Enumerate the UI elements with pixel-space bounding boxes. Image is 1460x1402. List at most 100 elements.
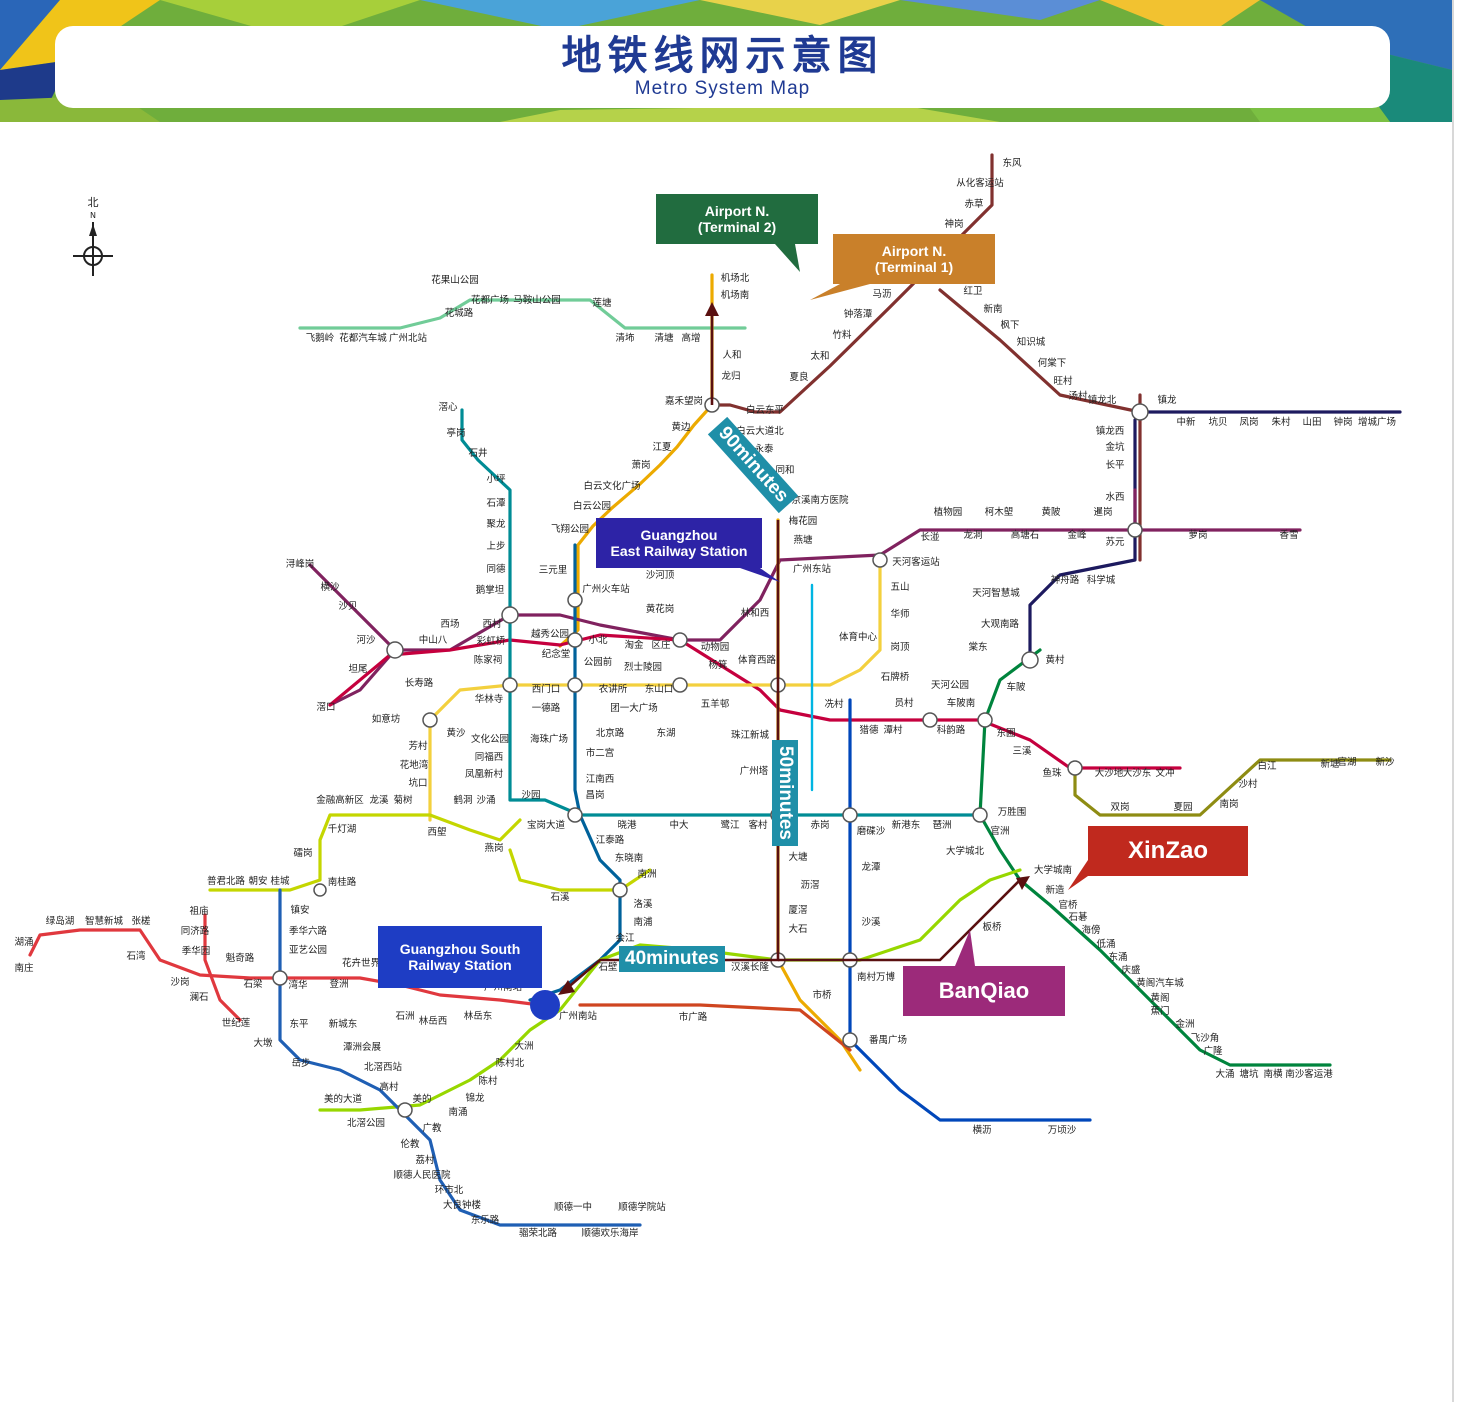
station-label: 科学城 [1087, 574, 1116, 586]
station-label: 广州东站 [793, 563, 832, 575]
callout-south-station-line1: Guangzhou South [399, 940, 521, 957]
station-label: 清㘵 [615, 332, 635, 344]
station-label: 同德 [486, 563, 506, 575]
station-label: 澜石 [189, 992, 208, 1003]
station-label: 中大 [669, 819, 689, 831]
station-label: 飞鹅岭 [306, 332, 335, 344]
title-box: 地铁线网示意图 Metro System Map [55, 26, 1390, 108]
station-label: 钟落潭 [844, 308, 873, 320]
station-label: 新港东 [892, 819, 921, 831]
station-label: 美的 [412, 1093, 431, 1105]
arrow-airport-icon [705, 302, 719, 316]
station-label: 南涌 [448, 1106, 467, 1118]
station-label: 金峰 [1067, 529, 1087, 541]
station-label: 美的大道 [324, 1093, 363, 1105]
station-label: 潭洲会展 [343, 1041, 382, 1053]
station-label: 宝岗大道 [527, 819, 566, 831]
station-label: 市广路 [679, 1011, 708, 1023]
station-label: 三溪 [1012, 745, 1032, 757]
station-label: 登洲 [329, 979, 348, 990]
compass-label: 北 [88, 196, 99, 209]
station-label: 新沙 [1375, 756, 1395, 768]
north-arrow-icon [89, 224, 97, 236]
station-label: 南沙客运港 [1285, 1068, 1333, 1080]
station-label: 沙村 [1238, 778, 1258, 790]
station-label: 华师 [890, 608, 909, 620]
station-label: 东风 [1002, 157, 1022, 169]
station-label: 苏元 [1105, 536, 1125, 548]
line-foshan-1 [203, 913, 242, 1022]
callout-airport-t1-line1: Airport N. [881, 242, 947, 259]
station-label: 京溪南方医院 [791, 494, 849, 506]
station-label: 黄陂 [1041, 506, 1061, 518]
station-label: 夏园 [1173, 802, 1192, 813]
duration-40-label: 40minutes [619, 946, 725, 972]
station-label: 莲塘 [592, 297, 612, 309]
station-label: 机场北 [721, 272, 750, 284]
line-14-branch [938, 288, 1142, 414]
station-label: 大观南路 [981, 618, 1020, 630]
station-label: 旺村 [1053, 375, 1073, 387]
station-label: 广州塔 [740, 765, 769, 777]
station-label: 天河客运站 [892, 556, 940, 568]
station-label: 魁奇路 [226, 952, 255, 964]
station-label: 枫下 [1000, 319, 1019, 331]
station-label: 农讲所 [599, 683, 628, 695]
station-label: 江南西 [586, 773, 615, 785]
arrow-xinzao-icon [1016, 876, 1030, 890]
station-label: 新南 [983, 303, 1002, 315]
station-label: 广教 [422, 1122, 442, 1134]
station-label: 大洲 [514, 1040, 533, 1052]
station-label: 聚龙 [486, 518, 506, 530]
line-22 [578, 1003, 852, 1052]
station-label: 增城广场 [1358, 416, 1396, 428]
station-label: 燕岗 [484, 842, 503, 854]
station-label: 荔村 [415, 1154, 435, 1166]
station-label: 客村 [748, 819, 768, 831]
station-label: 文化公园 [471, 733, 509, 745]
station-label: 植物园 [934, 506, 963, 518]
station-label: 同济路 [181, 925, 210, 937]
station-label: 黄村 [1045, 654, 1065, 666]
line-13 [1073, 758, 1392, 817]
callout-airport-t2-line2: (Terminal 2) [697, 219, 777, 235]
station-label: 锦龙 [465, 1092, 485, 1104]
station-label: 中新 [1176, 416, 1196, 428]
station-label: 蕉门 [1150, 1005, 1169, 1017]
station-label: 北京路 [596, 727, 625, 739]
station-label: 太和 [810, 350, 829, 362]
station-label: 番禺广场 [869, 1034, 907, 1046]
station-label: 小坪 [486, 473, 506, 485]
station-label: 林岳东 [464, 1010, 493, 1022]
guangzhou-south-marker [530, 990, 560, 1020]
station-label: 小北 [588, 635, 608, 646]
station-label: 大沙东 [1123, 767, 1152, 779]
station-label: 西村 [482, 618, 502, 630]
station-label: 东涌 [1108, 951, 1127, 963]
station-label: 黄沙 [446, 727, 466, 739]
station-label: 会江 [615, 932, 635, 944]
station-label: 岗顶 [890, 642, 910, 653]
station-label: 文冲 [1155, 767, 1174, 779]
station-label: 如意坊 [372, 713, 401, 725]
station-label: 新塘 [1320, 758, 1340, 770]
station-label: 长寿路 [405, 677, 434, 689]
station-label: 金洲 [1175, 1018, 1194, 1030]
line-gf [208, 813, 522, 892]
callout-airport-t1: Airport N. (Terminal 1) [833, 234, 995, 284]
header-banner: 地铁线网示意图 Metro System Map [0, 0, 1452, 122]
station-label: 金融高新区 [316, 794, 364, 806]
station-label: 夏良 [789, 371, 809, 383]
station-label: 机场南 [721, 289, 750, 301]
station-label: 龙洞 [963, 529, 982, 541]
station-label: 知识城 [1017, 336, 1046, 348]
station-label: 西场 [440, 619, 459, 630]
station-label: 滘心 [438, 402, 458, 413]
station-label: 沙园 [521, 790, 540, 801]
station-label: 香雪 [1279, 530, 1298, 541]
station-label: 大学城北 [946, 845, 985, 857]
station-label: 大石 [788, 923, 807, 935]
duration-40-text: 40minutes [625, 948, 719, 969]
station-label: 花都广场 [471, 294, 509, 306]
